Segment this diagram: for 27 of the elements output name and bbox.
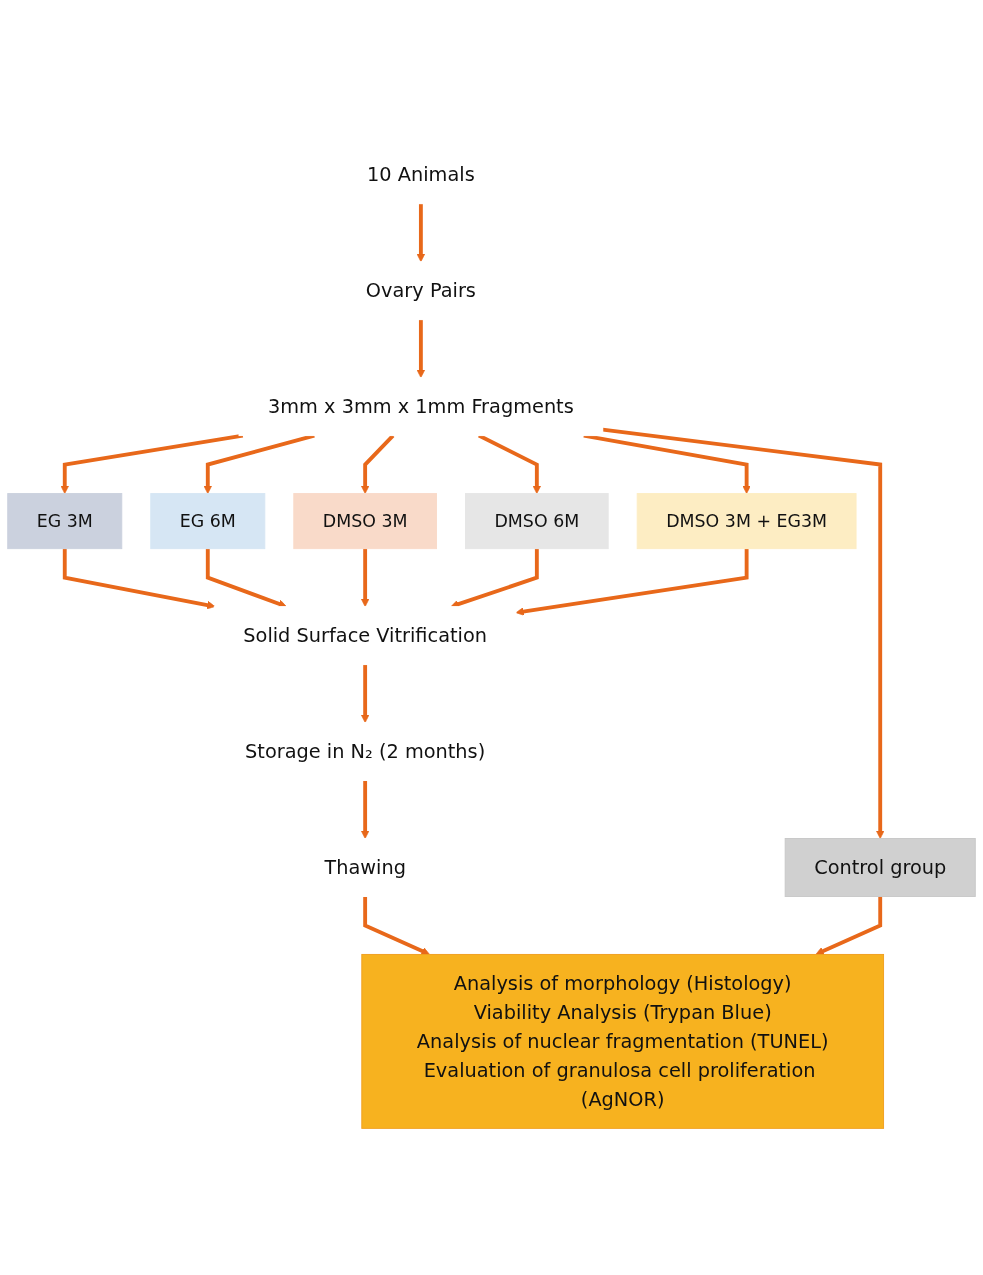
node-text: 3mm x 3mm x 1mm Fragments bbox=[267, 395, 574, 419]
arrow bbox=[363, 896, 430, 956]
arrow bbox=[205, 549, 287, 609]
arrow bbox=[360, 781, 370, 840]
node-box: Analysis of morphology (Histology) Viability Analysis (Trypan Blue) Analysis of nuclear fragmentation (TUNEL) Evaluation of granulosa cell proliferation (AgNOR) bbox=[361, 954, 885, 1130]
node-text: Solid Surface Vitrification bbox=[243, 624, 487, 648]
arrow bbox=[416, 204, 426, 263]
node-text: Ovary Pairs bbox=[365, 279, 476, 303]
arrow bbox=[602, 428, 885, 840]
arrow bbox=[583, 434, 751, 495]
arrow bbox=[360, 665, 370, 724]
node-text: Storage in N₂ (2 months) bbox=[245, 740, 486, 764]
node-text: 10 Animals bbox=[367, 163, 475, 187]
node-box: DMSO 3M bbox=[293, 493, 437, 550]
node-text: Thawing bbox=[324, 856, 406, 880]
arrow bbox=[60, 434, 244, 495]
arrow bbox=[450, 549, 539, 609]
node-box: DMSO 6M bbox=[465, 493, 609, 550]
arrow bbox=[360, 549, 370, 608]
arrow bbox=[416, 320, 426, 379]
node-box: EG 3M bbox=[7, 493, 123, 550]
node-box: EG 6M bbox=[150, 493, 266, 550]
arrow bbox=[815, 896, 883, 956]
node-box: Control group bbox=[784, 838, 976, 898]
node-box: DMSO 3M + EG3M bbox=[636, 493, 857, 550]
arrow bbox=[62, 549, 216, 610]
arrow bbox=[515, 549, 749, 617]
